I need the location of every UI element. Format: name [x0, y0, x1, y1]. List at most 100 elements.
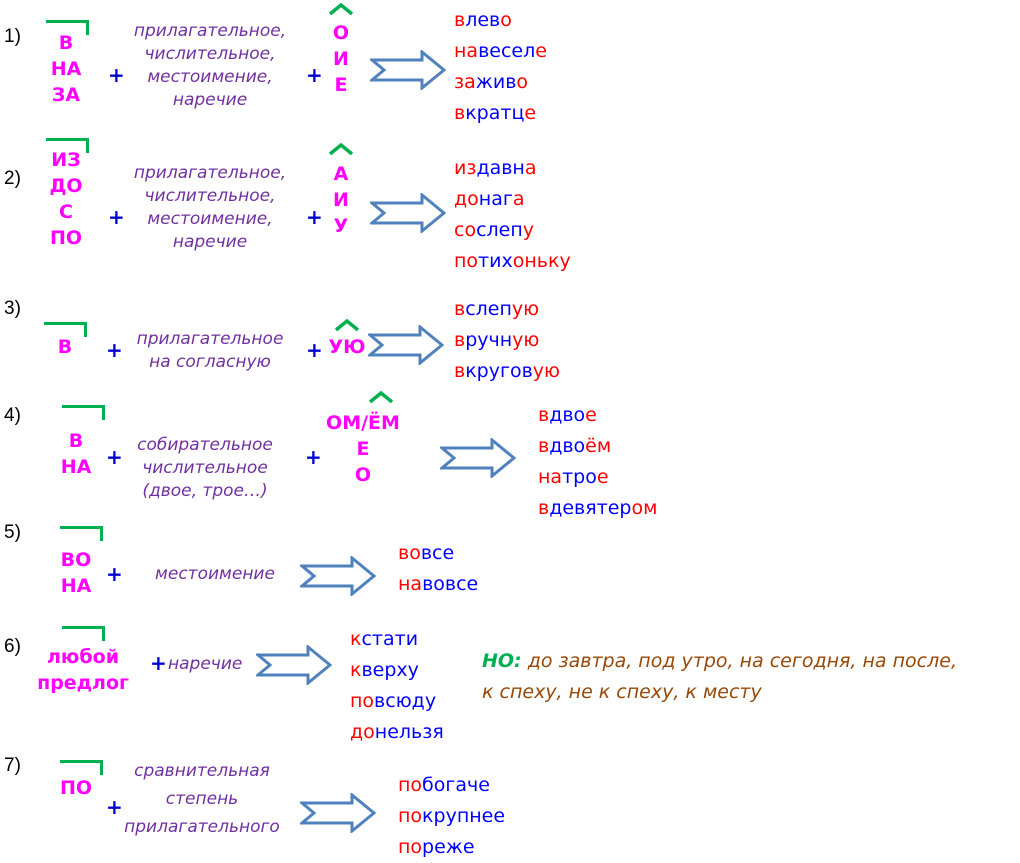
rule-7-number: 7): [4, 755, 21, 776]
example-word: вовсе: [398, 538, 478, 569]
example-word: донага: [454, 184, 571, 215]
word-part-red: по: [398, 774, 423, 796]
word-part-red: ом: [631, 497, 658, 519]
example-word: натрое: [538, 462, 657, 493]
word-part-blue: тих: [478, 250, 513, 272]
word-part-red: по: [398, 805, 423, 827]
word-part-blue: верху: [361, 659, 419, 681]
pos-line: прилагательного: [124, 817, 280, 837]
prefix-mark-icon: [46, 138, 89, 153]
prefix-mark-icon: [62, 405, 105, 420]
pos-line: наречие: [168, 654, 243, 674]
example-word: вкратце: [454, 98, 547, 129]
plus-sign: +: [306, 205, 323, 229]
word-part-blue: крупнее: [422, 805, 506, 827]
exceptions-label: НО:: [482, 650, 522, 672]
word-part-red: на: [398, 573, 423, 595]
suffix-mark-icon: [328, 142, 354, 156]
word-part-red: в: [538, 404, 550, 426]
rule-1-part-of-speech: прилагательное, числительное, местоимени…: [120, 20, 300, 112]
pos-line: местоимение,: [147, 67, 273, 87]
word-part-red: в: [538, 435, 550, 457]
suffix: И: [333, 189, 349, 211]
notched-right-arrow-icon: [370, 50, 446, 90]
word-part-blue: слеп: [476, 219, 523, 241]
word-part-red: к: [350, 628, 362, 650]
rule-4-suffixes: ОМ/ЁМ Е О: [316, 410, 410, 488]
prefix: НА: [50, 58, 82, 80]
word-part-blue: кратц: [465, 102, 525, 124]
word-part-blue: реже: [422, 836, 475, 858]
example-word: вдвоём: [538, 431, 657, 462]
word-part-red: по: [398, 836, 423, 858]
pos-line: числительное: [142, 458, 268, 478]
pos-line: степень: [165, 789, 239, 809]
word-part-red: ём: [585, 435, 612, 457]
plus-sign: +: [306, 63, 323, 87]
prefix-mark-icon: [46, 20, 89, 35]
prefix-mark-icon: [60, 760, 103, 775]
example-word: вдевятером: [538, 493, 657, 524]
exceptions-note: НО: до завтра, под утро, на сегодня, на …: [482, 646, 957, 708]
exceptions-text: до завтра, под утро, на сегодня, на посл…: [527, 650, 957, 672]
prefix-mark-icon: [60, 526, 103, 541]
pos-line: прилагательное,: [133, 163, 287, 183]
rule-4-part-of-speech: собирательное числительное (двое, трое…): [120, 434, 290, 503]
pos-line: прилагательное: [136, 329, 284, 349]
prefix: ПО: [49, 227, 83, 249]
word-part-blue: вовсе: [422, 573, 479, 595]
prefix: НА: [60, 456, 92, 478]
example-word: вдвое: [538, 400, 657, 431]
word-part-red: о: [516, 71, 529, 93]
pos-line: (двое, трое…): [142, 481, 268, 501]
plus-sign: +: [108, 205, 125, 229]
prefix: ПО: [59, 777, 93, 799]
prefix: В: [68, 430, 84, 452]
exceptions-line: НО: до завтра, под утро, на сегодня, на …: [482, 646, 957, 677]
rule-1-number: 1): [4, 26, 21, 47]
pos-line: числительное,: [144, 186, 276, 206]
pos-line: сравнительная: [134, 761, 270, 781]
rule-3-part-of-speech: прилагательное на согласную: [120, 328, 300, 374]
plus-sign: +: [106, 445, 123, 469]
rule-2-part-of-speech: прилагательное, числительное, местоимени…: [120, 162, 300, 254]
word-part-red: е: [596, 466, 609, 488]
word-part-red: до: [350, 721, 375, 743]
prefix: ИЗ: [51, 149, 81, 171]
rule-7-prefixes: ПО: [54, 775, 98, 801]
prefix: любой: [46, 646, 120, 668]
word-part-blue: богаче: [422, 774, 490, 796]
word-part-red: в: [454, 9, 466, 31]
prefix: В: [58, 32, 74, 54]
word-part-red: из: [454, 157, 477, 179]
example-word: навовсе: [398, 569, 478, 600]
word-part-blue: слеп: [465, 298, 512, 320]
prefix-mark-icon: [44, 322, 87, 337]
rule-6-prefixes: любой предлог: [30, 644, 136, 696]
word-part-red: по: [454, 250, 479, 272]
prefix: В: [57, 336, 73, 358]
word-part-red: к: [350, 659, 362, 681]
rule-3-prefixes: В: [50, 334, 80, 360]
word-part-red: у: [522, 219, 535, 241]
word-part-red: о: [500, 9, 512, 31]
plus-sign: +: [306, 338, 323, 362]
example-word: потихоньку: [454, 246, 571, 277]
suffix-mark-icon: [368, 390, 394, 404]
plus-sign: +: [150, 651, 167, 675]
word-part-red: за: [454, 71, 476, 93]
word-part-red: е: [585, 404, 597, 426]
exceptions-text: к спеху, не к спеху, к месту: [482, 681, 762, 703]
prefix: ВО: [60, 549, 92, 571]
word-part-blue: кругов: [465, 360, 533, 382]
pos-line: наречие: [172, 232, 248, 252]
pos-line: местоимение,: [147, 209, 273, 229]
pos-line: местоимение: [155, 564, 275, 584]
suffix: У: [333, 215, 349, 237]
word-part-blue: все: [420, 542, 455, 564]
